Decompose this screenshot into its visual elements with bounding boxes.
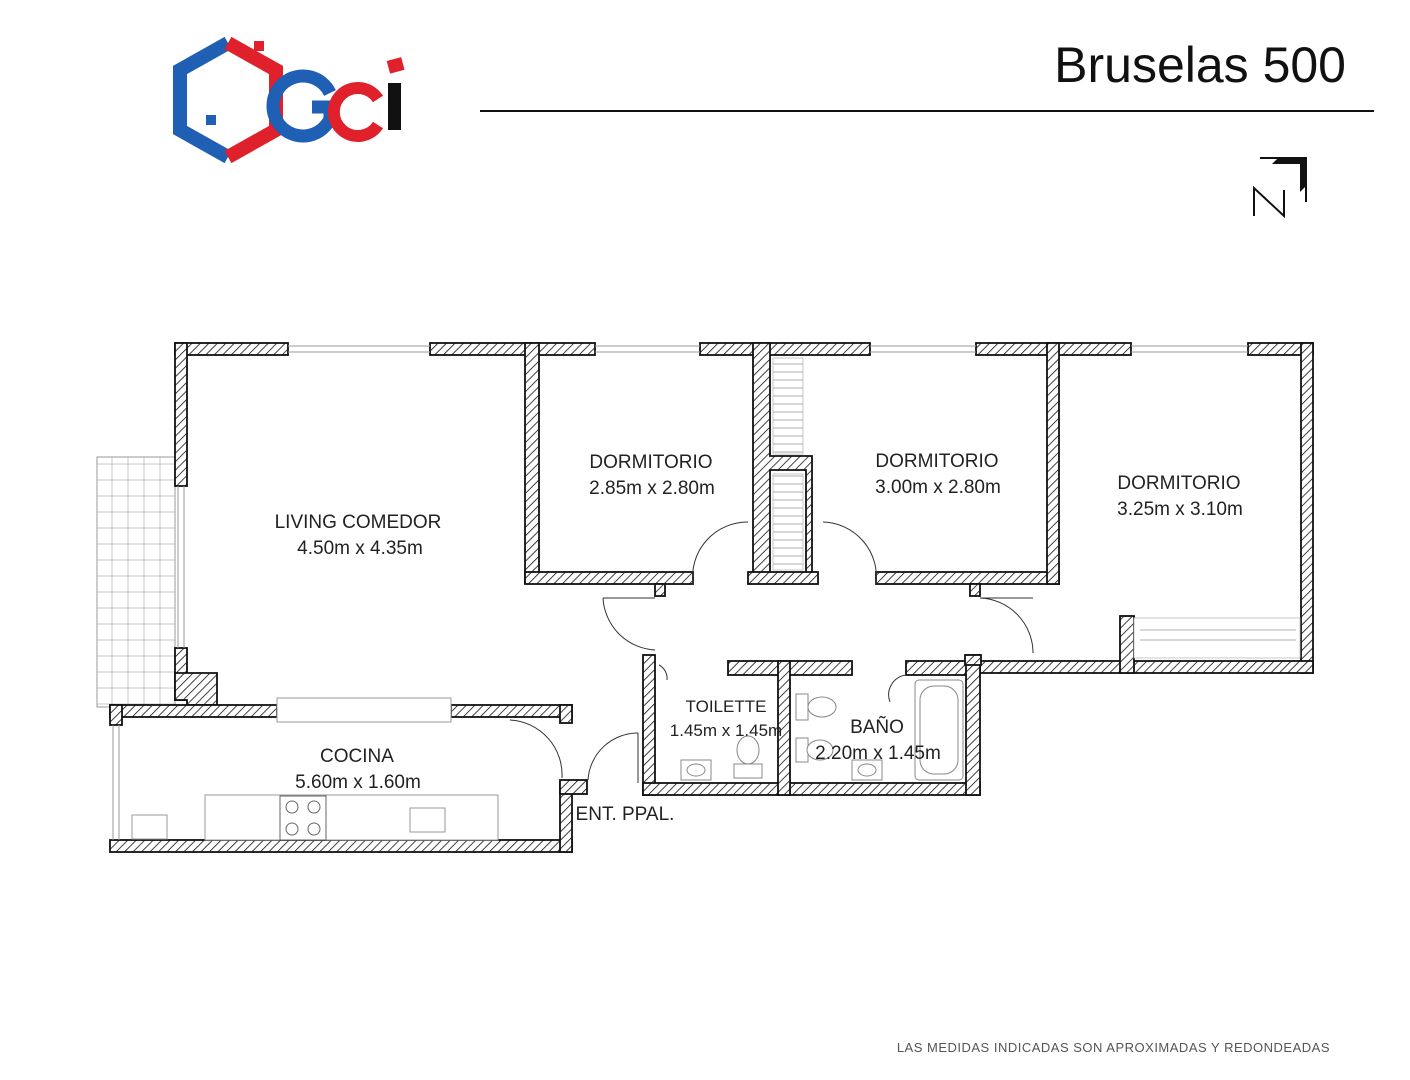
north-arrow-icon [1253,157,1307,219]
sink-toilette-icon [680,759,712,781]
wardrobe-dorm1 [772,357,804,455]
bathtub-icon [914,679,964,781]
entrance-label: ENT. PPAL. [576,804,675,825]
gci-logo [173,36,405,164]
footer-disclaimer: LAS MEDIDAS INDICADAS SON APROXIMADAS Y … [896,1040,1330,1055]
living-dims: 4.50m x 4.35m [297,538,423,559]
balcony [96,456,176,708]
room-labels: LIVING COMEDOR 4.50m x 4.35m DORMITORIO … [275,451,1243,825]
toilette-dims: 1.45m x 1.45m [670,721,782,740]
cocina-name: COCINA [320,746,394,767]
bidet-icon [795,737,834,763]
wardrobe-dorm3 [1133,617,1301,659]
kitchen-counter [131,794,499,841]
toilet-bano-icon [795,693,837,721]
bano-name: BAÑO [850,716,904,738]
wardrobe-dorm3-slats [1140,629,1296,641]
dorm2-name: DORMITORIO [875,451,998,472]
windows [112,345,1248,840]
bano-dims: 2.20m x 1.45m [815,743,941,764]
living-name: LIVING COMEDOR [275,512,442,533]
walls [109,342,1314,853]
title-underline [480,110,1374,112]
dorm3-dims: 3.25m x 3.10m [1117,499,1243,520]
pass-through-counter [276,697,452,723]
page-title: Bruselas 500 [1054,37,1346,93]
wardrobe-dorm2 [772,473,804,571]
logo-lettering-icon [266,57,405,143]
dorm3-name: DORMITORIO [1117,473,1240,494]
dorm1-dims: 2.85m x 2.80m [589,478,715,499]
door-swings [509,521,1034,783]
dorm2-dims: 3.00m x 2.80m [875,477,1001,498]
dorm1-name: DORMITORIO [589,452,712,473]
toilet-icon [733,735,763,779]
toilette-name: TOILETTE [686,697,767,716]
sink-bano-icon [851,759,883,781]
stove-icon [279,795,327,841]
cocina-dims: 5.60m x 1.60m [295,772,421,793]
